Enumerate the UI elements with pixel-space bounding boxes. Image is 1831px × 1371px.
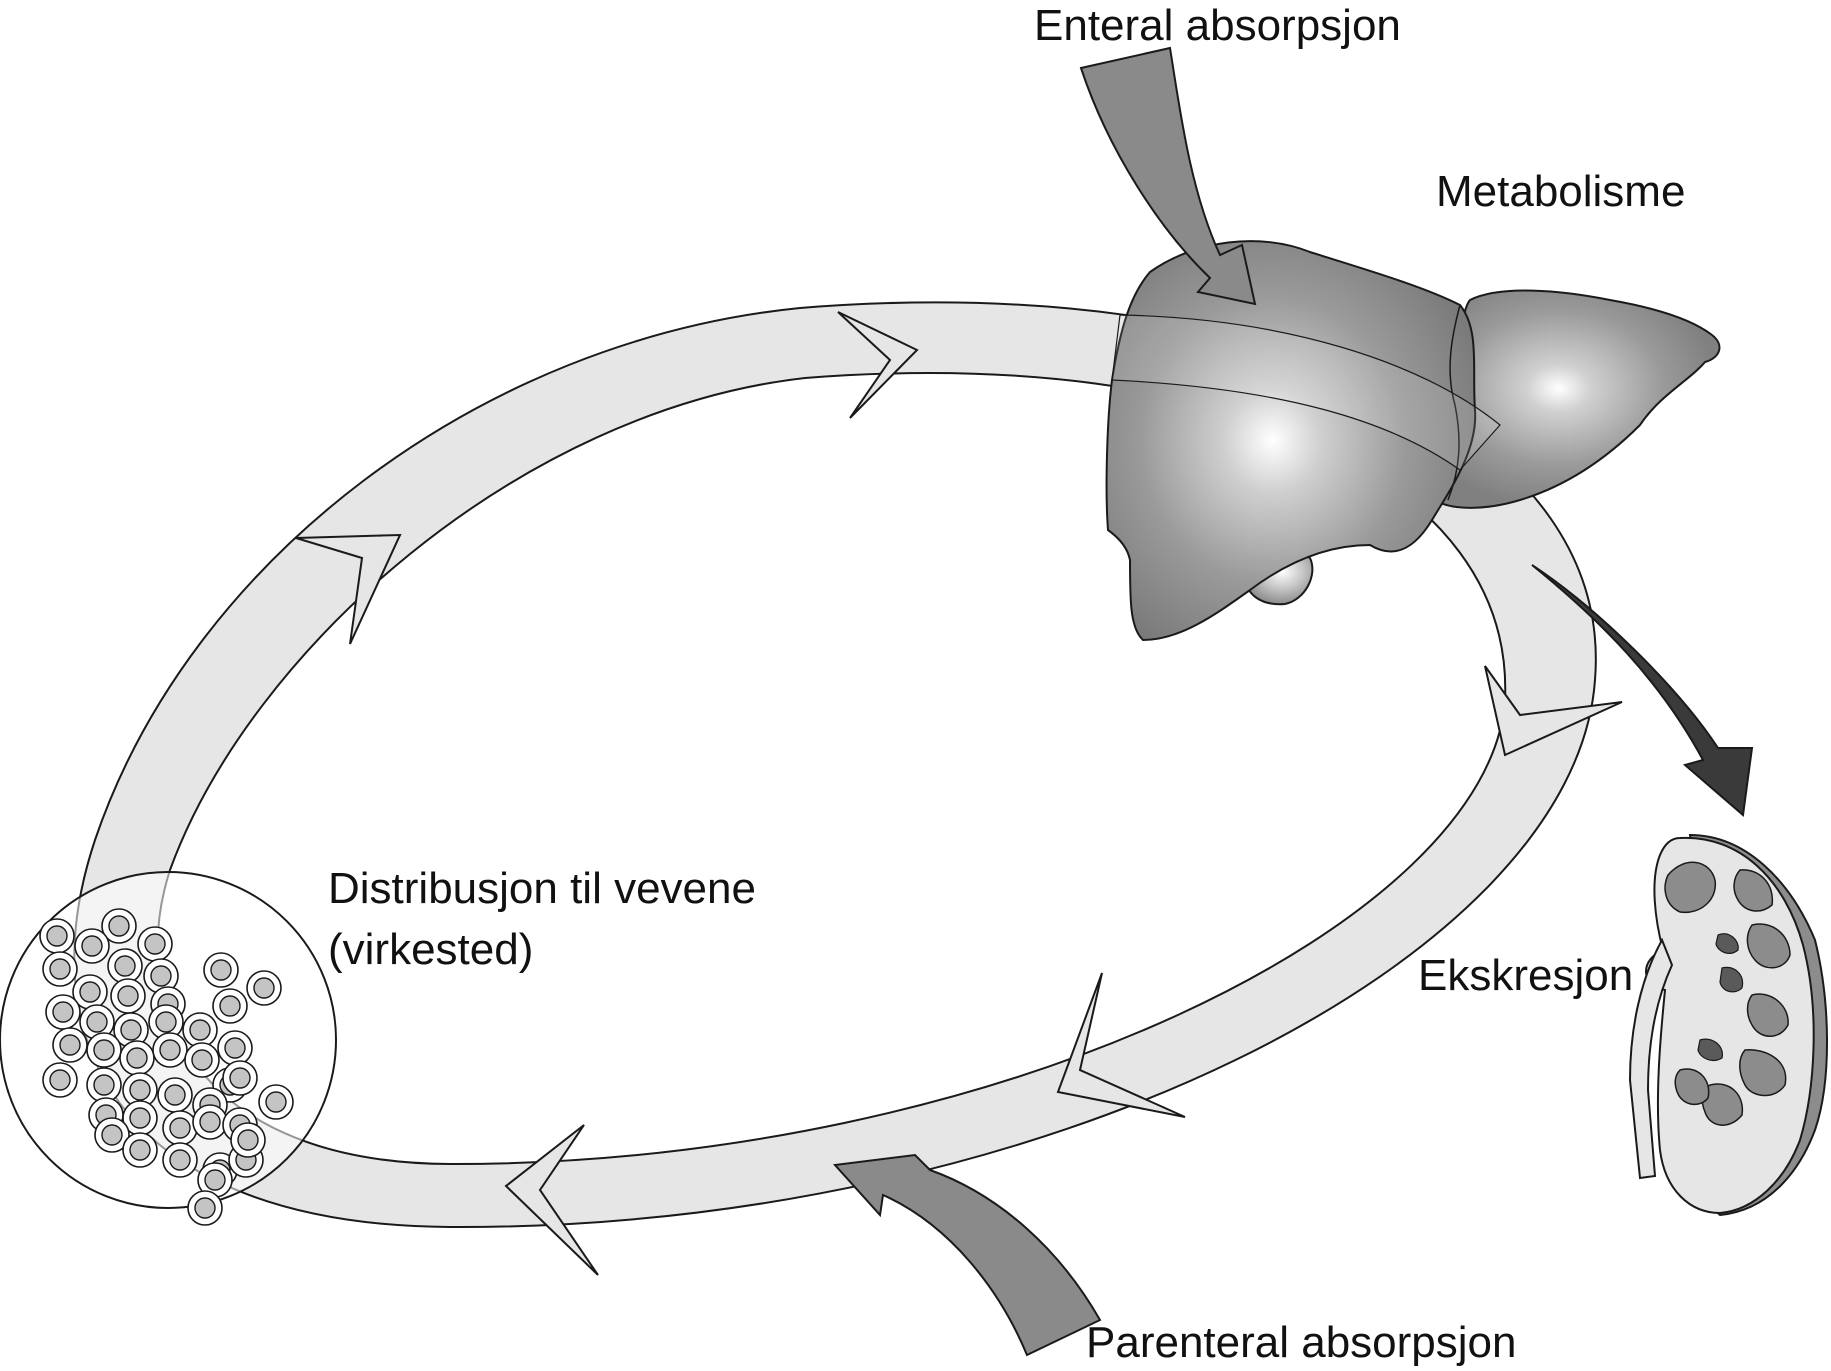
renal-pyramids (1664, 861, 1791, 1126)
cell-nucleus (120, 1019, 142, 1041)
tissue-cells-icon (0, 871, 337, 1226)
cell-nucleus (126, 1047, 148, 1069)
label-excretion: Ekskresjon (1418, 951, 1633, 1000)
renal-calyces (1697, 933, 1744, 1062)
tissue-cells (39, 908, 294, 1226)
cell-nucleus (81, 935, 103, 957)
ring-over-liver (1111, 314, 1501, 471)
cell-nucleus (194, 1197, 216, 1219)
cell-nucleus (108, 915, 130, 937)
cell-nucleus (189, 1019, 211, 1041)
cell-nucleus (164, 1084, 186, 1106)
kidney-icon (1628, 833, 1828, 1217)
cell-nucleus (199, 1111, 221, 1133)
flow-arrow-bottom (504, 1124, 599, 1276)
cell-nucleus (93, 1039, 115, 1061)
cell-nucleus (224, 1037, 246, 1059)
liver-icon (1105, 240, 1721, 642)
cell-nucleus (159, 1039, 181, 1061)
cell-nucleus (219, 995, 241, 1017)
cell-nucleus (169, 1117, 191, 1139)
cell-nucleus (265, 1091, 287, 1113)
cell-nucleus (155, 1011, 177, 1033)
cell-nucleus (49, 1069, 71, 1091)
cell-nucleus (101, 1124, 123, 1146)
label-distribution: Distribusjon til vevene (328, 864, 756, 913)
flow-arrow-top (837, 311, 919, 419)
label-parenteral-absorption: Parenteral absorpsjon (1086, 1318, 1516, 1367)
flow-arrow-upper-left (295, 533, 402, 645)
cell-nucleus (229, 1067, 251, 1089)
cell-nucleus (86, 1011, 108, 1033)
cell-nucleus (49, 958, 71, 980)
cell-nucleus (129, 1079, 151, 1101)
ureter (1628, 937, 1674, 1180)
parenteral-absorption-arrow (832, 1153, 1102, 1357)
flow-arrow-right (1484, 665, 1623, 757)
cell-nucleus (129, 1107, 151, 1129)
cell-nucleus (117, 985, 139, 1007)
flow-arrow-lower-right (1056, 972, 1186, 1118)
enteral-absorption-arrow (1079, 46, 1257, 306)
cell-nucleus (204, 1169, 226, 1191)
cell-nucleus (191, 1049, 213, 1071)
label-enteral-absorption: Enteral absorpsjon (1034, 1, 1401, 50)
cell-nucleus (237, 1129, 259, 1151)
cell-nucleus (59, 1034, 81, 1056)
cell-nucleus (144, 933, 166, 955)
label-distribution-site: (virkested) (328, 925, 533, 974)
liver-right-lobe (1105, 240, 1477, 642)
cell-nucleus (79, 981, 101, 1003)
excretion-arrow (1531, 564, 1754, 817)
cell-nucleus (52, 1001, 74, 1023)
cell-nucleus (114, 955, 136, 977)
liver-fissure (1447, 304, 1461, 501)
cell-nucleus (150, 965, 172, 987)
cell-nucleus (93, 1074, 115, 1096)
cell-nucleus (210, 959, 232, 981)
cell-nucleus (46, 925, 68, 947)
label-metabolism: Metabolisme (1436, 167, 1685, 216)
cell-nucleus (253, 977, 275, 999)
cell-nucleus (129, 1139, 151, 1161)
cell-nucleus (169, 1149, 191, 1171)
